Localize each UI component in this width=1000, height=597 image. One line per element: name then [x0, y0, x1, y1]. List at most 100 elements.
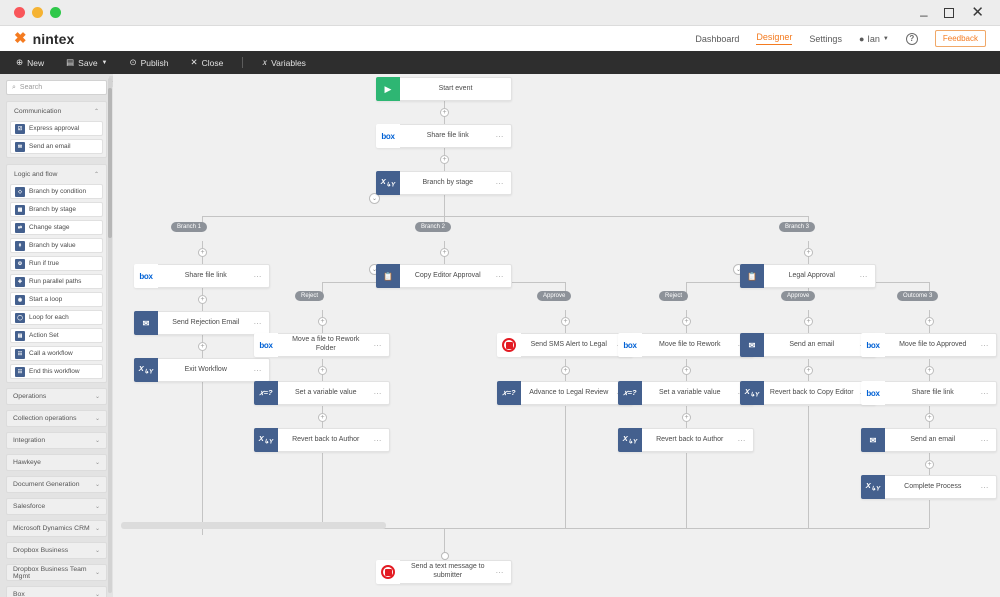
node-menu-icon[interactable]: ⋯	[980, 388, 989, 398]
chevron-up-icon[interactable]: ⌃	[93, 172, 99, 178]
node-send-sms-alert-to-legal[interactable]: Send SMS Alert to Legal ⋯	[497, 333, 633, 357]
add-step-button[interactable]: +	[925, 460, 934, 469]
close-traffic-light[interactable]	[14, 7, 25, 18]
group-dropbox-business-team-mgmt[interactable]: Dropbox Business Team Mgmt ⌄	[6, 564, 107, 581]
node-menu-icon[interactable]: ⋯	[373, 340, 382, 350]
group-box[interactable]: Box ⌄	[6, 586, 107, 597]
node-menu-icon[interactable]: ⋯	[253, 365, 262, 375]
node-exit-workflow[interactable]: X↳Y Exit Workflow ⋯	[134, 358, 270, 382]
node-revert-back-to-author-2[interactable]: X↳Y Revert back to Author ⋯	[618, 428, 754, 452]
close-icon[interactable]: ✕	[971, 4, 984, 21]
search-box[interactable]: ⌕ Search	[6, 80, 107, 95]
chevron-down-icon[interactable]: ▼	[101, 59, 108, 66]
node-menu-icon[interactable]: ⋯	[373, 388, 382, 398]
node-menu-icon[interactable]: ⋯	[253, 271, 262, 281]
sidebar-action-start-a-loop[interactable]: ◉ Start a loop	[10, 292, 103, 307]
feedback-button[interactable]: Feedback	[934, 30, 986, 47]
node-move-a-file-to-rework-folder[interactable]: box Move a file to Rework Folder ⋯	[254, 333, 390, 357]
node-legal-approval[interactable]: 📋 Legal Approval ⋯	[740, 264, 876, 288]
maximize-traffic-light[interactable]	[50, 7, 61, 18]
sidebar-action-express-approval[interactable]: ☑ Express approval	[10, 121, 103, 136]
maximize-icon[interactable]	[944, 7, 955, 18]
sidebar-action-branch-by-condition[interactable]: ◇ Branch by condition	[10, 184, 103, 199]
sidebar-scrollbar-thumb[interactable]	[108, 88, 112, 238]
sidebar-action-run-if-true[interactable]: ⚙ Run if true	[10, 256, 103, 271]
node-menu-icon[interactable]: ⋯	[980, 482, 989, 492]
node-advance-to-legal-review[interactable]: 𝑥=? Advance to Legal Review ⋯	[497, 381, 633, 405]
node-start-event[interactable]: ▶ Start event	[376, 77, 512, 101]
node-menu-icon[interactable]: ⋯	[373, 435, 382, 445]
sidebar-action-branch-by-value[interactable]: ↟ Branch by value	[10, 238, 103, 253]
group-microsoft-dynamics-crm[interactable]: Microsoft Dynamics CRM ⌄	[6, 520, 107, 537]
node-send-an-email[interactable]: ✉ Send an email ⋯	[740, 333, 876, 357]
nintex-logo[interactable]: ✖ nintex	[14, 31, 74, 47]
add-step-button[interactable]: +	[198, 295, 207, 304]
add-step-button[interactable]: +	[682, 413, 691, 422]
node-menu-icon[interactable]: ⋯	[859, 271, 868, 281]
sidebar-action-send-an-email[interactable]: ✉ Send an email	[10, 139, 103, 154]
node-menu-icon[interactable]: ⋯	[980, 435, 989, 445]
nav-dashboard[interactable]: Dashboard	[695, 33, 740, 44]
add-step-button[interactable]: +	[561, 317, 570, 326]
node-set-a-variable-value[interactable]: 𝑥=? Set a variable value ⋯	[254, 381, 390, 405]
add-step-button[interactable]: +	[925, 413, 934, 422]
group-operations[interactable]: Operations ⌄	[6, 388, 107, 405]
add-step-button[interactable]: +	[440, 108, 449, 117]
node-share-file-link-approved[interactable]: box Share file link ⋯	[861, 381, 997, 405]
node-share-file-link[interactable]: box Share file link ⋯	[376, 124, 512, 148]
node-complete-process[interactable]: X↳Y Complete Process ⋯	[861, 475, 997, 499]
minimize-icon[interactable]: _	[920, 2, 928, 17]
add-step-button[interactable]: +	[925, 366, 934, 375]
group-dropbox-business[interactable]: Dropbox Business ⌄	[6, 542, 107, 559]
node-revert-back-to-copy-editor[interactable]: X↳Y Revert back to Copy Editor ⋯	[740, 381, 876, 405]
sidebar-scrollbar-track[interactable]	[108, 78, 112, 593]
workflow-canvas[interactable]: + + + + + + + + + + + + + + + + + + + + …	[113, 74, 1000, 597]
add-step-button[interactable]: +	[318, 366, 327, 375]
node-revert-back-to-author[interactable]: X↳Y Revert back to Author ⋯	[254, 428, 390, 452]
sidebar-action-loop-for-each[interactable]: ◯ Loop for each	[10, 310, 103, 325]
canvas-horizontal-scrollbar[interactable]	[121, 522, 386, 529]
add-step-button[interactable]: +	[198, 248, 207, 257]
add-step-button[interactable]: +	[804, 248, 813, 257]
nav-settings[interactable]: Settings	[809, 33, 842, 44]
new-button[interactable]: ⊕ New	[16, 57, 55, 68]
add-step-button[interactable]: +	[561, 366, 570, 375]
sidebar-action-branch-by-stage[interactable]: ▦ Branch by stage	[10, 202, 103, 217]
add-step-button[interactable]: +	[198, 342, 207, 351]
sidebar-action-end-this-workflow[interactable]: ☷ End this workflow	[10, 364, 103, 379]
add-step-button[interactable]: +	[804, 366, 813, 375]
group-document-generation[interactable]: Document Generation ⌄	[6, 476, 107, 493]
node-move-file-to-approved[interactable]: box Move file to Approved ⋯	[861, 333, 997, 357]
user-menu[interactable]: ● Ian ▼	[859, 34, 889, 44]
node-menu-icon[interactable]: ⋯	[495, 178, 504, 188]
add-step-button[interactable]: +	[682, 366, 691, 375]
group-salesforce[interactable]: Salesforce ⌄	[6, 498, 107, 515]
variables-button[interactable]: 𝑥 Variables	[251, 57, 317, 68]
group-collection-operations[interactable]: Collection operations ⌄	[6, 410, 107, 427]
publish-button[interactable]: ⊙ Publish	[119, 57, 180, 68]
node-send-rejection-email[interactable]: ✉ Send Rejection Email ⋯	[134, 311, 270, 335]
node-menu-icon[interactable]: ⋯	[495, 567, 504, 577]
add-step-button[interactable]: +	[318, 413, 327, 422]
sidebar-action-run-parallel-paths[interactable]: ✚ Run parallel paths	[10, 274, 103, 289]
minimize-traffic-light[interactable]	[32, 7, 43, 18]
add-step-button[interactable]: +	[440, 248, 449, 257]
chevron-up-icon[interactable]: ⌃	[93, 109, 99, 115]
add-step-button[interactable]: +	[925, 317, 934, 326]
nav-designer[interactable]: Designer	[756, 32, 793, 45]
node-send-an-email-2[interactable]: ✉ Send an email ⋯	[861, 428, 997, 452]
node-share-file-link-branch1[interactable]: box Share file link ⋯	[134, 264, 270, 288]
collapse-branch-icon[interactable]: ⌄	[369, 193, 380, 204]
add-step-button[interactable]: +	[440, 155, 449, 164]
node-set-a-variable-value-2[interactable]: 𝑥=? Set a variable value ⋯	[618, 381, 754, 405]
sidebar-action-change-stage[interactable]: ⇄ Change stage	[10, 220, 103, 235]
group-hawkeye[interactable]: Hawkeye ⌄	[6, 454, 107, 471]
group-header-logic-and-flow[interactable]: Logic and flow ⌃	[10, 168, 103, 181]
node-menu-icon[interactable]: ⋯	[495, 131, 504, 141]
help-icon[interactable]: ?	[905, 32, 918, 45]
node-branch-by-stage[interactable]: X↳Y Branch by stage ⋯	[376, 171, 512, 195]
add-step-button[interactable]: +	[804, 317, 813, 326]
node-send-a-text-message-to-submitter[interactable]: Send a text message to submitter ⋯	[376, 560, 512, 584]
group-integration[interactable]: Integration ⌄	[6, 432, 107, 449]
add-step-button[interactable]: +	[318, 317, 327, 326]
